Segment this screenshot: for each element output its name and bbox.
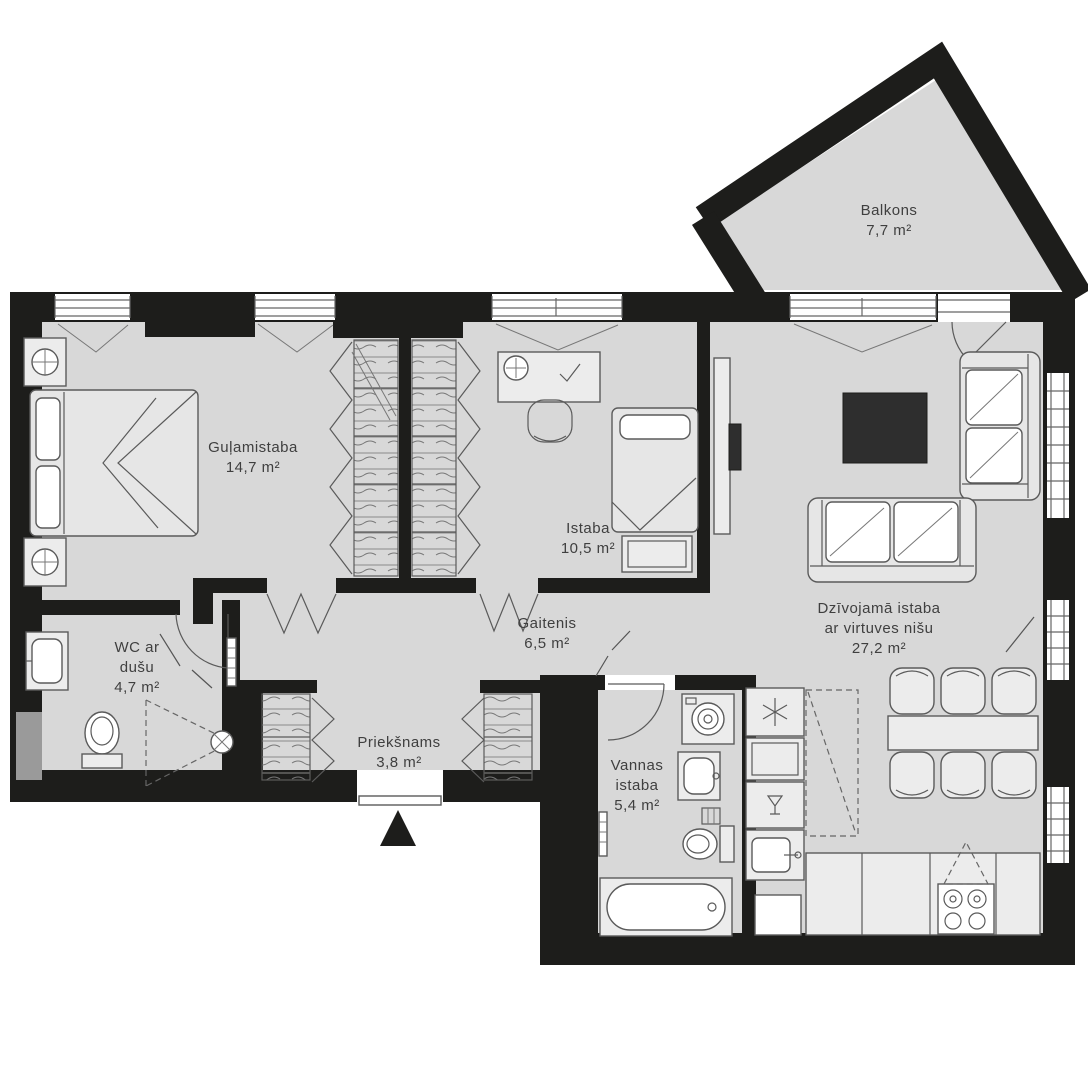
cabinet-icon (745, 737, 805, 781)
bathtub-icon (599, 877, 733, 937)
wc-label-line1: WC ar (115, 639, 160, 656)
bathroom-area: 5,4 m² (614, 797, 660, 814)
right-window-1 (1047, 373, 1069, 518)
living-area: 27,2 m² (852, 640, 906, 657)
living-label-line2: ar virtuves nišu (825, 620, 934, 637)
tv-icon (728, 423, 742, 471)
bathroom-label-line1: Vannas (611, 757, 664, 774)
hood-dashed-icon (943, 840, 989, 885)
entry-area: 3,8 m² (376, 754, 422, 771)
desk-icon (497, 351, 601, 403)
dishwasher-icon (745, 781, 805, 829)
wc-label-line2: dušu (120, 659, 155, 676)
dining-chairs (889, 667, 1037, 799)
chair-icon (940, 667, 986, 715)
balcony-label: Balkons (861, 202, 918, 219)
room-bedroom (23, 337, 199, 587)
doors (175, 592, 675, 846)
sink-icon (745, 829, 805, 881)
living-label-line1: Dzīvojamā istaba (817, 600, 940, 617)
closet-shelving (329, 339, 481, 577)
bedroom-window-2 (254, 294, 336, 320)
hallway-area: 6,5 m² (524, 635, 570, 652)
room-wc (25, 631, 237, 787)
entrance-arrow-icon (380, 810, 416, 846)
bedroom-window-1 (54, 294, 131, 320)
leader-lines (159, 616, 1035, 689)
radiator-icon (226, 637, 237, 687)
shaft-box (754, 894, 802, 936)
radiator-icon (598, 811, 608, 857)
media-unit-icon (713, 357, 731, 535)
shower-icon (145, 699, 234, 787)
room-istaba (497, 351, 699, 573)
istaba-bifold-door-icon (479, 592, 539, 633)
bathroom-label-line2: istaba (615, 777, 658, 794)
bedroom-area: 14,7 m² (226, 459, 280, 476)
tall-cabinet-dashed (805, 689, 859, 837)
bathroom-door-icon (605, 675, 675, 741)
bedroom-bifold-door-icon (266, 592, 337, 635)
wardrobe-icon (461, 693, 533, 783)
wardrobe-icon (261, 693, 335, 783)
table-icon (842, 392, 928, 464)
sofa-icon (807, 497, 977, 583)
room-entry (261, 693, 533, 783)
wall-shaft-niche (16, 712, 42, 780)
balcony-floor (712, 80, 1066, 290)
chair-icon (889, 751, 935, 799)
istaba-label: Istaba (566, 520, 610, 537)
toilet-icon (81, 711, 123, 769)
chair-icon (527, 399, 573, 443)
living-window (789, 294, 937, 320)
bedroom-label: Guļamistaba (208, 439, 298, 456)
fridge-icon (745, 687, 805, 737)
kitchen-niche (745, 687, 1041, 936)
istaba-area: 10,5 m² (561, 540, 615, 557)
chair-icon (889, 667, 935, 715)
hallway-label: Gaitenis (517, 615, 576, 632)
dining-table-icon (887, 715, 1039, 751)
toilet-icon (682, 825, 735, 863)
hob-icon (937, 883, 995, 935)
wc-area: 4,7 m² (114, 679, 160, 696)
chair-icon (940, 751, 986, 799)
chair-icon (991, 667, 1037, 715)
bifold-door-icon (329, 341, 353, 575)
double-bed-icon (29, 389, 199, 537)
windows (54, 294, 1069, 863)
balcony-walls (691, 41, 1088, 311)
single-bed-icon (611, 407, 699, 533)
kitchen-counter-icon (805, 852, 1041, 936)
nightstand-icon (23, 537, 67, 587)
entrance-door-icon (357, 770, 443, 846)
right-window-3 (1047, 787, 1069, 863)
room-living (713, 351, 1041, 799)
nightstand-icon (23, 337, 67, 387)
washing-machine-icon (681, 693, 735, 745)
balcony-area: 7,7 m² (866, 222, 912, 239)
bifold-door-icon (457, 341, 481, 575)
sofa-icon (959, 351, 1041, 501)
towel-rail-icon (701, 807, 721, 825)
cabinet-inner (751, 742, 799, 776)
room-labels: Balkons 7,7 m² Guļamistaba 14,7 m² Istab… (114, 202, 940, 814)
room-bathroom (598, 693, 735, 937)
washbasin-icon (677, 751, 721, 801)
balcony-door (938, 294, 1010, 361)
bedside-table-icon (621, 535, 693, 573)
curtain-marks (57, 323, 933, 353)
right-window-2 (1047, 600, 1069, 680)
entry-label: Priekšnams (357, 734, 440, 751)
washbasin-icon (25, 631, 69, 691)
chair-icon (991, 751, 1037, 799)
room-window (491, 294, 623, 320)
